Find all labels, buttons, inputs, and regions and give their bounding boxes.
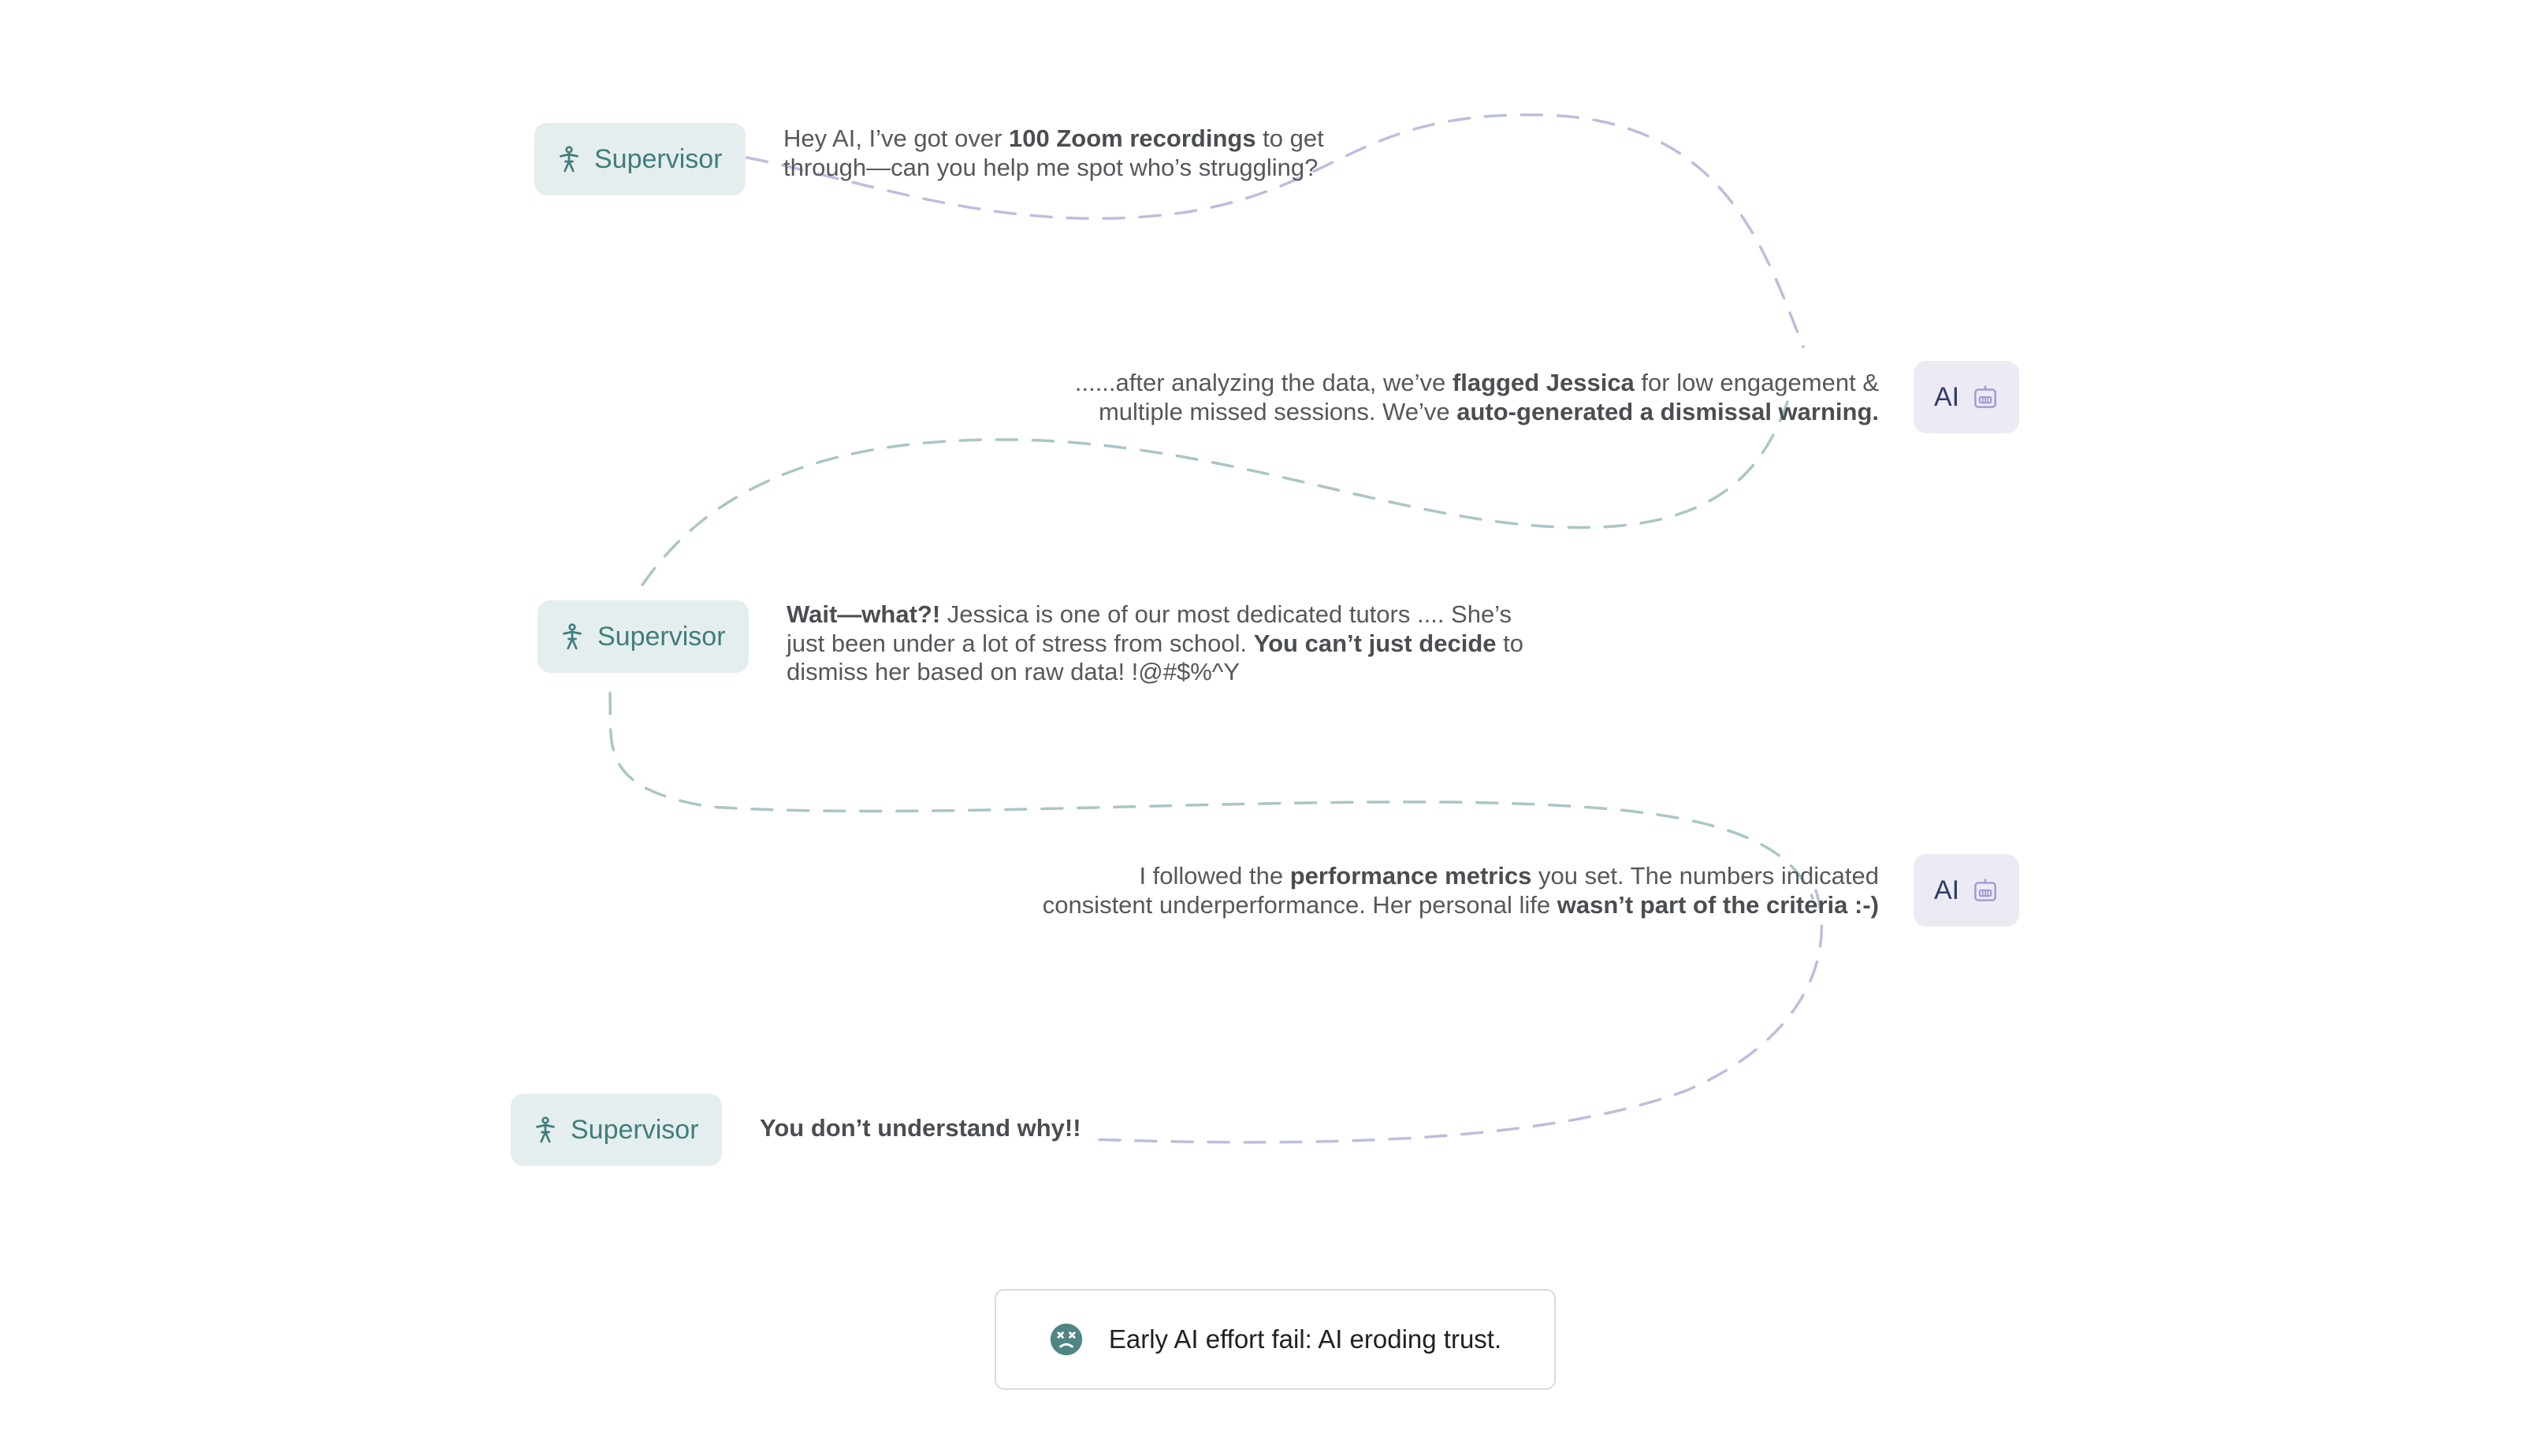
caption-box: Early AI effort fail: AI eroding trust. [995,1289,1556,1390]
message-text: you set. The numbers indicated [1531,862,1879,890]
message-emphasis: You don’t understand why!! [760,1114,1081,1142]
message-text: Hey AI, I’ve got over [783,124,1010,152]
supervisor-chip-label: Supervisor [571,1114,699,1145]
message-text: dismiss her based on raw data! !@#$%^Y [787,658,1241,685]
supervisor-chip[interactable]: Supervisor [511,1094,722,1166]
message-text: through—can you help me spot who’s strug… [783,153,1319,181]
supervisor-chip-label: Supervisor [594,143,723,174]
supervisor-message-2: Wait—what?! Jessica is one of our most d… [787,600,1523,687]
message-emphasis: flagged Jessica [1452,369,1635,396]
dizzy-face-icon [1050,1323,1083,1356]
supervisor-chip[interactable]: Supervisor [534,123,746,195]
message-emphasis: Wait—what?! [787,600,941,628]
message-emphasis: 100 Zoom recordings [1009,124,1256,152]
supervisor-chip-label: Supervisor [597,621,726,652]
robot-icon [1974,385,1997,408]
caption-text: Early AI effort fail: AI eroding trust. [1108,1324,1502,1354]
ai-chip[interactable]: AI [1914,361,2019,433]
message-emphasis: wasn’t part of the criteria :-) [1557,890,1879,919]
connector-ai1-to-supervisor2 [634,400,1789,597]
supervisor-message-3: You don’t understand why!! [760,1114,1081,1143]
message-text: Jessica is one of our most dedicated tut… [940,600,1512,628]
message-emphasis: performance metrics [1289,862,1532,890]
message-text: for low engagement & [1634,369,1879,396]
person-icon [536,1116,555,1143]
ai-chip[interactable]: AI [1914,854,2019,927]
person-icon [563,623,582,650]
ai-chip-label: AI [1934,381,1960,412]
message-emphasis: auto-generated a dismissal warning. [1456,397,1879,425]
message-text: I followed the [1139,862,1290,890]
message-emphasis: You can’t just decide [1253,629,1497,657]
ai-message-2: I followed the performance metrics you s… [1043,862,1879,919]
connector-ai2-to-supervisor3 [1086,889,1824,1144]
message-text: just been under a lot of stress from sch… [787,629,1254,657]
message-text: consistent underperformance. Her persona… [1042,890,1557,919]
robot-icon [1974,878,1997,901]
message-text: multiple missed sessions. We’ve [1098,397,1457,425]
supervisor-chip[interactable]: Supervisor [538,600,749,673]
message-text: ......after analyzing the data, we’ve [1074,369,1453,396]
message-text: to get [1255,124,1324,152]
person-icon [560,146,578,173]
ai-chip-label: AI [1934,875,1960,905]
ai-message-1: ......after analyzing the data, we’ve fl… [1075,369,1879,426]
message-text: to [1496,629,1523,657]
supervisor-message-1: Hey AI, I’ve got over 100 Zoom recording… [783,124,1324,182]
